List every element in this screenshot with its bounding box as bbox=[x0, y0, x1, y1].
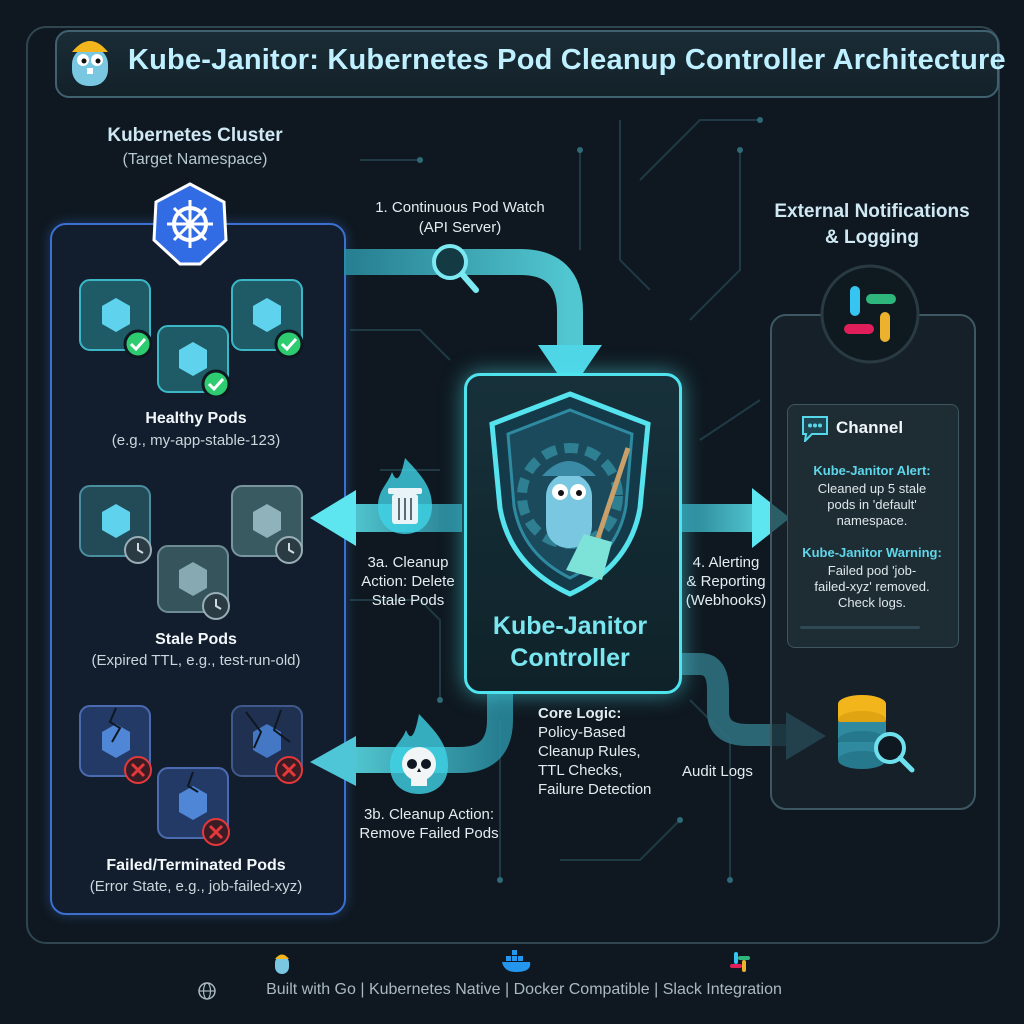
controller-name-line1: Kube-Janitor bbox=[492, 612, 648, 640]
cleanup-b-line2: Remove Failed Pods bbox=[359, 825, 499, 842]
database-search-icon bbox=[838, 695, 915, 773]
kubernetes-logo-icon bbox=[152, 182, 228, 266]
search-icon bbox=[432, 244, 479, 293]
outer-frame bbox=[26, 26, 1000, 944]
channel-divider bbox=[800, 626, 920, 629]
alert-line: pods in 'default' bbox=[827, 497, 917, 512]
core-logic-line: TTL Checks, bbox=[538, 762, 623, 779]
stale-pods-example: (Expired TTL, e.g., test-run-old) bbox=[91, 652, 301, 669]
core-logic-line: Policy-Based bbox=[538, 724, 626, 741]
cleanup-a-line1: 3a. Cleanup bbox=[367, 554, 449, 571]
globe-icon bbox=[198, 982, 216, 1000]
external-heading-line2: & Logging bbox=[825, 227, 919, 248]
healthy-pods-example: (e.g., my-app-stable-123) bbox=[111, 432, 281, 449]
watch-title: 1. Continuous Pod Watch bbox=[375, 199, 545, 216]
alerting-line2: & Reporting bbox=[686, 573, 766, 590]
external-heading-line1: External Notifications bbox=[774, 201, 970, 222]
cluster-subheading: (Target Namespace) bbox=[122, 151, 268, 168]
controller-name-line2: Controller bbox=[510, 644, 630, 672]
warning-line: Check logs. bbox=[838, 595, 906, 610]
healthy-pods-group bbox=[79, 279, 304, 396]
gopher-mascot bbox=[542, 461, 596, 548]
healthy-pods-label: Healthy Pods bbox=[145, 410, 247, 427]
stale-pods-label: Stale Pods bbox=[155, 631, 237, 648]
failed-pods-example: (Error State, e.g., job-failed-xyz) bbox=[89, 878, 303, 895]
title-bar bbox=[55, 30, 999, 98]
chat-bubble-icon bbox=[802, 416, 828, 442]
warning-line: Failed pod 'job- bbox=[827, 563, 917, 578]
failed-pods-group bbox=[79, 705, 303, 846]
audit-logs-label: Audit Logs bbox=[682, 763, 753, 780]
core-logic-line: Cleanup Rules, bbox=[538, 743, 641, 760]
cleanup-a-line3: Stale Pods bbox=[371, 592, 445, 609]
alerting-line1: 4. Alerting bbox=[692, 554, 760, 571]
footer-tech-stack: Built with Go | Kubernetes Native | Dock… bbox=[266, 981, 782, 998]
core-logic-line: Failure Detection bbox=[538, 781, 652, 798]
watch-arrowhead bbox=[538, 345, 602, 392]
cleanup-a-arrowhead bbox=[310, 490, 356, 546]
core-logic-title: Core Logic: bbox=[538, 705, 622, 722]
slack-logo-icon bbox=[820, 264, 920, 364]
alert-line: Cleaned up 5 stale bbox=[817, 481, 927, 496]
gopher-icon bbox=[72, 41, 108, 86]
skull-flame-icon bbox=[390, 714, 448, 794]
channel-title: Channel bbox=[836, 418, 904, 437]
stale-pods-group bbox=[79, 485, 303, 620]
warning-line: failed-xyz' removed. bbox=[814, 579, 930, 594]
trash-flame-icon bbox=[378, 458, 432, 534]
failed-pod-icon bbox=[79, 705, 152, 784]
alert-title: Kube-Janitor Alert: bbox=[813, 463, 931, 478]
watch-arrow bbox=[344, 249, 583, 350]
cleanup-b-line1: 3b. Cleanup Action: bbox=[363, 806, 495, 823]
slack-small-icon bbox=[730, 952, 750, 972]
controller-shield-icon bbox=[489, 391, 651, 597]
watch-detail: (API Server) bbox=[418, 219, 502, 236]
alerting-line3: (Webhooks) bbox=[685, 592, 767, 609]
healthy-pod-icon bbox=[79, 279, 153, 359]
cleanup-b-arrow bbox=[350, 690, 513, 773]
audit-arrow bbox=[678, 653, 790, 746]
page-title: Kube-Janitor: Kubernetes Pod Cleanup Con… bbox=[128, 44, 1006, 76]
docker-icon bbox=[502, 950, 531, 972]
alert-line: namespace. bbox=[836, 513, 908, 528]
warning-title: Kube-Janitor Warning: bbox=[802, 545, 942, 560]
cluster-heading: Kubernetes Cluster bbox=[107, 125, 283, 146]
broom-icon bbox=[566, 447, 631, 580]
slack-channel-card bbox=[787, 404, 959, 648]
failed-pods-label: Failed/Terminated Pods bbox=[106, 857, 286, 874]
cleanup-a-line2: Action: Delete bbox=[361, 573, 455, 590]
stale-pod-icon bbox=[79, 485, 152, 564]
gopher-small-icon bbox=[275, 954, 289, 974]
